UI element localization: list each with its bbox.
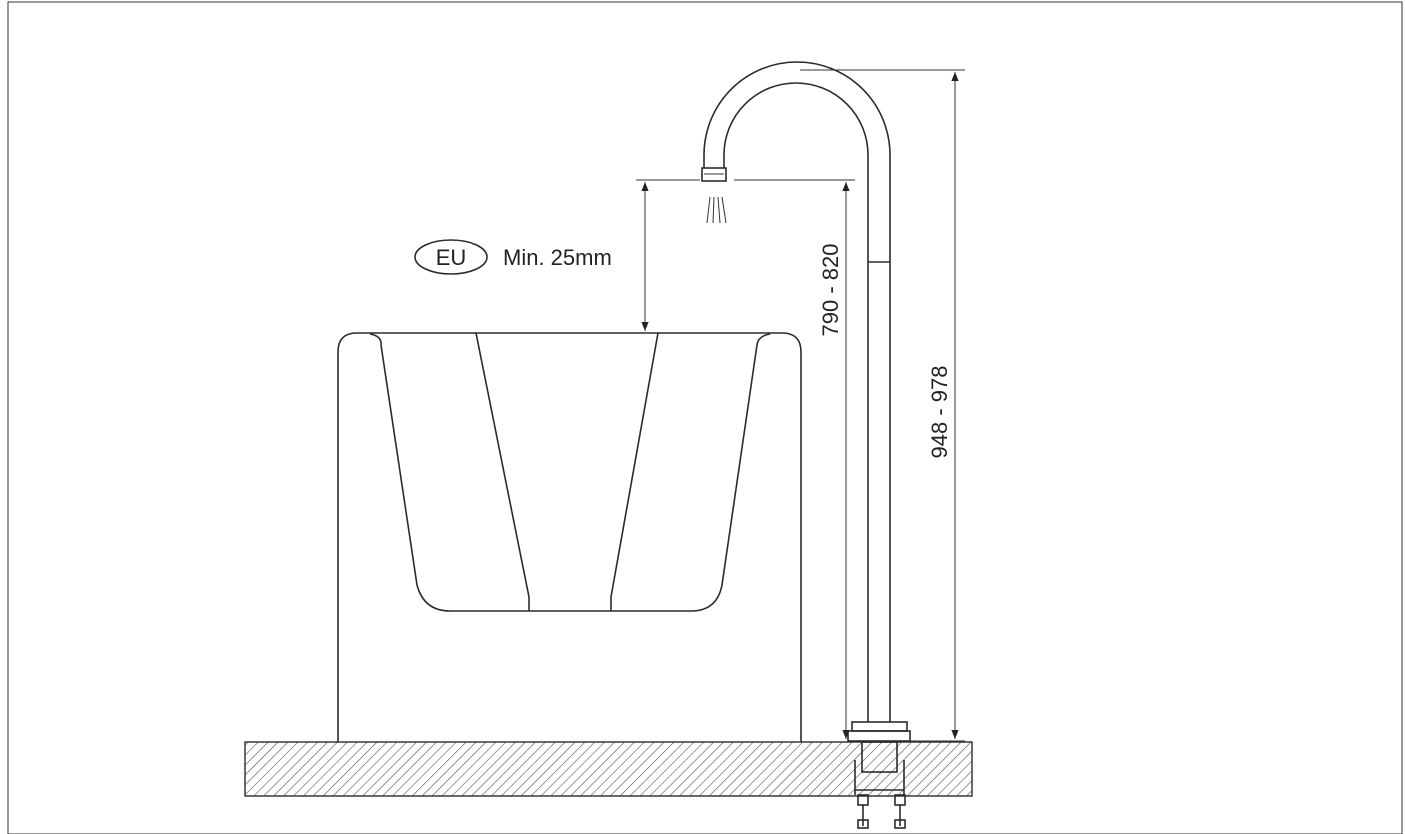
faucet-base-flange [847,730,911,742]
faucet-pipe [867,261,891,722]
faucet-base-top [851,721,908,732]
eu-badge [414,239,488,275]
under-counter-fittings [854,741,906,829]
spout-height-label: 790 - 820 [818,244,843,337]
basin-inner [369,333,771,612]
total-height-label: 948 - 978 [927,366,952,459]
basin-panel-lines [475,332,659,611]
drawing-frame [7,1,1403,834]
faucet-gooseneck [703,61,891,262]
aerator [701,167,727,182]
eu-badge-label: EU [436,245,467,270]
countertop [244,741,973,797]
water-spray-icon [706,196,727,224]
clearance-label: Min. 25mm [503,245,612,270]
basin-outer [337,332,802,742]
